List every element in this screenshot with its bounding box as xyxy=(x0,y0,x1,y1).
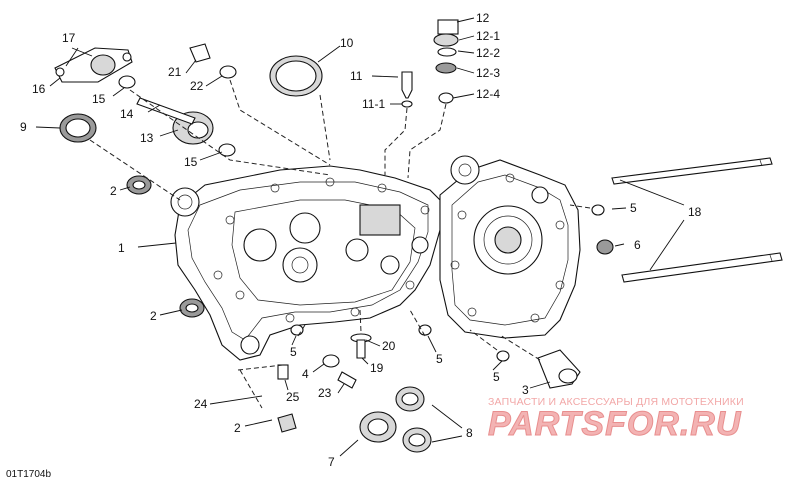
bolt-23 xyxy=(337,371,357,389)
shaft-14 xyxy=(136,97,196,125)
callout-13: 13 xyxy=(140,131,154,145)
callout-12-4: 12-4 xyxy=(476,87,500,101)
callout-23: 23 xyxy=(318,386,332,400)
callout-12: 12 xyxy=(476,11,490,25)
callout-11-1: 11-1 xyxy=(362,97,385,111)
plug-assembly-12 xyxy=(433,19,459,104)
washer-4 xyxy=(322,354,340,368)
callout-5-right: 5 xyxy=(630,201,637,215)
callout-19: 19 xyxy=(370,361,384,375)
callout-20: 20 xyxy=(382,339,396,353)
pump-cover-16 xyxy=(54,47,133,83)
valve-11 xyxy=(401,71,413,108)
callout-12-3: 12-3 xyxy=(476,66,500,80)
callout-14: 14 xyxy=(120,107,134,121)
callout-5-lower-left: 5 xyxy=(290,345,297,359)
callout-2-bearing-bottom: 2 xyxy=(234,421,241,435)
callout-9: 9 xyxy=(20,120,27,134)
sensor-21 xyxy=(189,43,211,63)
callout-2-bearing-left: 2 xyxy=(150,309,157,323)
callout-17: 17 xyxy=(62,31,76,45)
plug-19-20 xyxy=(350,333,372,359)
washer-22 xyxy=(219,65,237,79)
watermark-logo: PARTSFOR.RU xyxy=(487,405,742,444)
callout-6: 6 xyxy=(634,238,641,252)
callout-4: 4 xyxy=(302,367,309,381)
callout-5-lower-mid: 5 xyxy=(436,352,443,366)
bearings-2 xyxy=(126,175,297,433)
drawing-code: 01T1704b xyxy=(6,469,52,480)
callout-5-lower-right: 5 xyxy=(493,370,500,384)
crankcase-left-half xyxy=(170,165,441,361)
callout-11: 11 xyxy=(350,69,363,83)
callout-labels: 1 2 2 2 3 4 5 5 5 5 5 6 7 8 9 10 11 11-1… xyxy=(20,11,702,469)
sleeve-3 xyxy=(537,349,581,389)
pin-25 xyxy=(277,364,289,380)
callout-18: 18 xyxy=(688,205,702,219)
callout-7: 7 xyxy=(328,455,335,469)
callout-2-bearing-top: 2 xyxy=(110,184,117,198)
seals-7-8 xyxy=(359,386,432,453)
callout-16: 16 xyxy=(32,82,46,96)
callout-3: 3 xyxy=(522,383,529,397)
callout-15-upper: 15 xyxy=(92,92,106,106)
callout-24: 24 xyxy=(194,397,208,411)
callout-8: 8 xyxy=(466,426,473,440)
nut-6 xyxy=(596,239,614,255)
washers-15 xyxy=(118,75,236,157)
callout-22: 22 xyxy=(190,79,204,93)
crankcase-right-half xyxy=(439,155,581,339)
leader-lines xyxy=(35,17,685,457)
callout-15-lower: 15 xyxy=(184,155,198,169)
oil-seal-10 xyxy=(269,55,323,97)
callout-25: 25 xyxy=(286,390,300,404)
watermark-tagline: ЗАПЧАСТИ И АКСЕССУАРЫ ДЛЯ МОТОТЕХНИКИ xyxy=(488,396,744,408)
callout-10: 10 xyxy=(340,36,354,50)
callout-1: 1 xyxy=(118,241,125,255)
callout-21: 21 xyxy=(168,65,182,79)
oil-seal-9 xyxy=(59,113,97,143)
stud-bolts xyxy=(611,157,783,283)
assembly-lines xyxy=(89,79,591,409)
callout-12-2: 12-2 xyxy=(476,46,500,60)
callout-12-1: 12-1 xyxy=(476,29,500,43)
